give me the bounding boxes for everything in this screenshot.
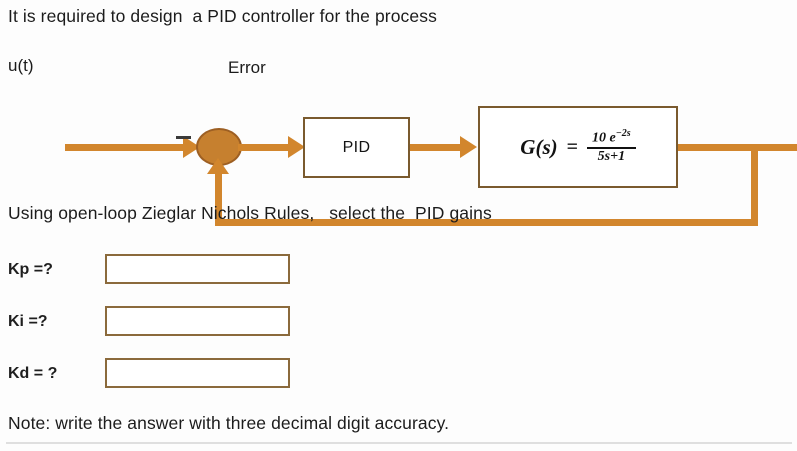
pid-controller-block: PID — [303, 117, 410, 178]
numerator-base: 10 e — [592, 130, 616, 146]
controller-output-wire — [410, 144, 465, 151]
feedback-wire-vertical-left — [215, 172, 222, 222]
kd-input[interactable] — [105, 358, 290, 388]
kp-label: Kp =? — [8, 261, 53, 278]
kd-label: Kd = ? — [8, 365, 58, 382]
minus-sign-icon — [176, 136, 191, 139]
input-wire — [65, 144, 185, 151]
fraction-bar — [587, 147, 636, 150]
numerator-exponent: −2s — [615, 127, 631, 139]
transfer-function-equals: = — [566, 135, 579, 158]
question-instruction: Using open-loop Zieglar Nichols Rules, s… — [8, 203, 492, 223]
ki-label: Ki =? — [8, 313, 48, 330]
process-transfer-function-block: G(s) = 10 e−2s 5s+1 — [478, 106, 678, 188]
answer-row-kp: Kp =? — [8, 254, 308, 288]
bottom-divider — [6, 442, 792, 444]
transfer-function-fraction: 10 e−2s 5s+1 — [587, 127, 636, 165]
transfer-function-lhs: G(s) — [520, 134, 558, 159]
error-wire — [238, 144, 290, 151]
input-signal-label: u(t) — [8, 56, 34, 75]
transfer-function-denominator: 5s+1 — [597, 149, 626, 165]
feedback-wire-arrowhead — [207, 158, 229, 174]
pid-block-label: PID — [342, 138, 371, 156]
question-prompt: It is required to design a PID controlle… — [8, 6, 437, 26]
plant-output-wire — [678, 144, 797, 151]
transfer-function-numerator: 10 e−2s — [587, 127, 636, 147]
error-wire-arrowhead — [288, 136, 305, 158]
kp-input[interactable] — [105, 254, 290, 284]
transfer-function-expression: G(s) = 10 e−2s 5s+1 — [520, 127, 636, 165]
controller-output-arrowhead — [460, 136, 477, 158]
answer-row-kd: Kd = ? — [8, 358, 308, 392]
block-diagram: u(t) Error PID G(s) = 1 — [0, 48, 797, 226]
input-wire-arrowhead — [183, 136, 200, 158]
ki-input[interactable] — [105, 306, 290, 336]
feedback-wire-vertical-right — [751, 144, 758, 226]
error-signal-label: Error — [228, 58, 266, 77]
feedback-wire-horizontal — [215, 219, 758, 226]
answer-row-ki: Ki =? — [8, 306, 308, 340]
accuracy-note: Note: write the answer with three decima… — [8, 413, 450, 433]
